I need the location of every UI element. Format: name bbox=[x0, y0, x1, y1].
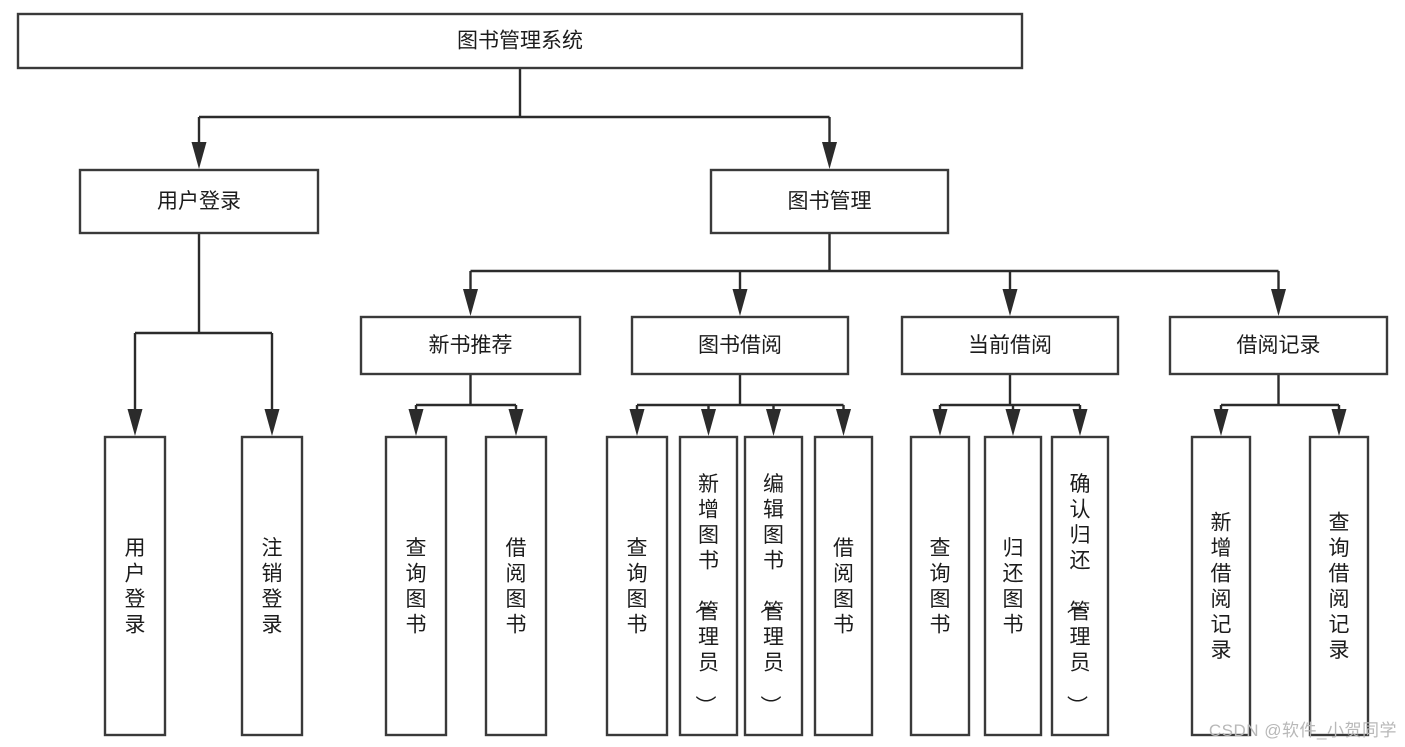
arrow-head-icon bbox=[508, 409, 524, 436]
node-label: 新书推荐 bbox=[429, 334, 513, 357]
node-label: 借阅图书 bbox=[833, 537, 854, 637]
node-label: 查询图书 bbox=[627, 537, 648, 637]
node-label: 当前借阅 bbox=[968, 334, 1052, 357]
node-box bbox=[240, 435, 304, 737]
node-l3-c2[interactable]: 新增图书（管理员） bbox=[678, 435, 739, 737]
arrow-head-icon bbox=[408, 409, 424, 436]
node-label: 确认归还（管理员） bbox=[1065, 473, 1091, 716]
node-layer: 图书管理系统用户登录图书管理新书推荐图书借阅当前借阅借阅记录用户登录注销登录查询… bbox=[16, 12, 1389, 737]
node-l2-borrow[interactable]: 图书借阅 bbox=[630, 315, 850, 376]
node-box bbox=[630, 315, 850, 376]
node-l1-book-mgmt[interactable]: 图书管理 bbox=[709, 168, 950, 235]
arrow-head-icon bbox=[701, 409, 716, 436]
arrow-head-icon bbox=[1271, 289, 1286, 316]
node-box bbox=[813, 435, 874, 737]
node-l3-b1[interactable]: 查询图书 bbox=[384, 435, 448, 737]
node-box bbox=[359, 315, 582, 376]
node-box bbox=[900, 315, 1120, 376]
node-label: 新增借阅记录 bbox=[1211, 511, 1232, 662]
arrow-head-icon bbox=[1002, 289, 1018, 316]
arrow-head-icon bbox=[732, 289, 748, 316]
node-l1-user-login[interactable]: 用户登录 bbox=[78, 168, 320, 235]
connector-layer bbox=[127, 68, 1347, 436]
node-box bbox=[605, 435, 669, 737]
arrow-head-icon bbox=[264, 409, 280, 436]
node-l3-e2[interactable]: 查询借阅记录 bbox=[1308, 435, 1370, 737]
node-box bbox=[1190, 435, 1252, 737]
node-label: 查询图书 bbox=[930, 537, 951, 637]
node-box bbox=[709, 168, 950, 235]
node-root[interactable]: 图书管理系统 bbox=[16, 12, 1024, 70]
node-l3-d1[interactable]: 查询图书 bbox=[909, 435, 971, 737]
node-l3-b2[interactable]: 借阅图书 bbox=[484, 435, 548, 737]
node-l3-a2[interactable]: 注销登录 bbox=[240, 435, 304, 737]
node-box bbox=[103, 435, 167, 737]
node-box bbox=[983, 435, 1043, 737]
node-label: 用户登录 bbox=[125, 537, 146, 637]
node-label: 借阅图书 bbox=[506, 537, 527, 637]
arrow-head-icon bbox=[1213, 409, 1229, 436]
node-box bbox=[678, 435, 739, 737]
node-label: 图书借阅 bbox=[698, 334, 782, 357]
node-box bbox=[384, 435, 448, 737]
node-label: 查询图书 bbox=[406, 537, 427, 637]
arrow-head-icon bbox=[932, 409, 948, 436]
node-box bbox=[1168, 315, 1389, 376]
arrow-head-icon bbox=[1072, 409, 1088, 436]
arrow-head-icon bbox=[191, 142, 207, 169]
node-label: 借阅记录 bbox=[1237, 334, 1321, 357]
node-l3-a1[interactable]: 用户登录 bbox=[103, 435, 167, 737]
node-l2-record[interactable]: 借阅记录 bbox=[1168, 315, 1389, 376]
node-l2-new-book[interactable]: 新书推荐 bbox=[359, 315, 582, 376]
node-box bbox=[1050, 435, 1110, 737]
node-label: 新增图书（管理员） bbox=[693, 473, 719, 716]
arrow-head-icon bbox=[766, 409, 781, 436]
arrow-head-icon bbox=[629, 409, 645, 436]
node-label: 查询借阅记录 bbox=[1329, 511, 1350, 662]
node-l3-d2[interactable]: 归还图书 bbox=[983, 435, 1043, 737]
arrow-head-icon bbox=[127, 409, 143, 436]
node-label: 图书管理 bbox=[788, 190, 872, 213]
arrow-head-icon bbox=[822, 142, 837, 169]
node-l3-e1[interactable]: 新增借阅记录 bbox=[1190, 435, 1252, 737]
node-l3-c3[interactable]: 编辑图书（管理员） bbox=[743, 435, 804, 737]
arrow-head-icon bbox=[1005, 409, 1021, 436]
node-label: 图书管理系统 bbox=[457, 30, 583, 53]
node-label: 注销登录 bbox=[262, 537, 283, 637]
node-box bbox=[78, 168, 320, 235]
node-label: 归还图书 bbox=[1003, 537, 1024, 637]
arrow-head-icon bbox=[463, 289, 478, 316]
node-box bbox=[743, 435, 804, 737]
node-l3-c4[interactable]: 借阅图书 bbox=[813, 435, 874, 737]
node-label: 用户登录 bbox=[157, 190, 241, 213]
node-box bbox=[16, 12, 1024, 70]
node-label: 编辑图书（管理员） bbox=[758, 473, 784, 716]
node-box bbox=[1308, 435, 1370, 737]
node-box bbox=[909, 435, 971, 737]
node-l2-current[interactable]: 当前借阅 bbox=[900, 315, 1120, 376]
node-box bbox=[484, 435, 548, 737]
arrow-head-icon bbox=[1331, 409, 1347, 436]
node-l3-d3[interactable]: 确认归还（管理员） bbox=[1050, 435, 1110, 737]
arrow-head-icon bbox=[836, 409, 851, 436]
csdn-watermark: CSDN @软件_小贺同学 bbox=[1208, 721, 1397, 740]
node-l3-c1[interactable]: 查询图书 bbox=[605, 435, 669, 737]
